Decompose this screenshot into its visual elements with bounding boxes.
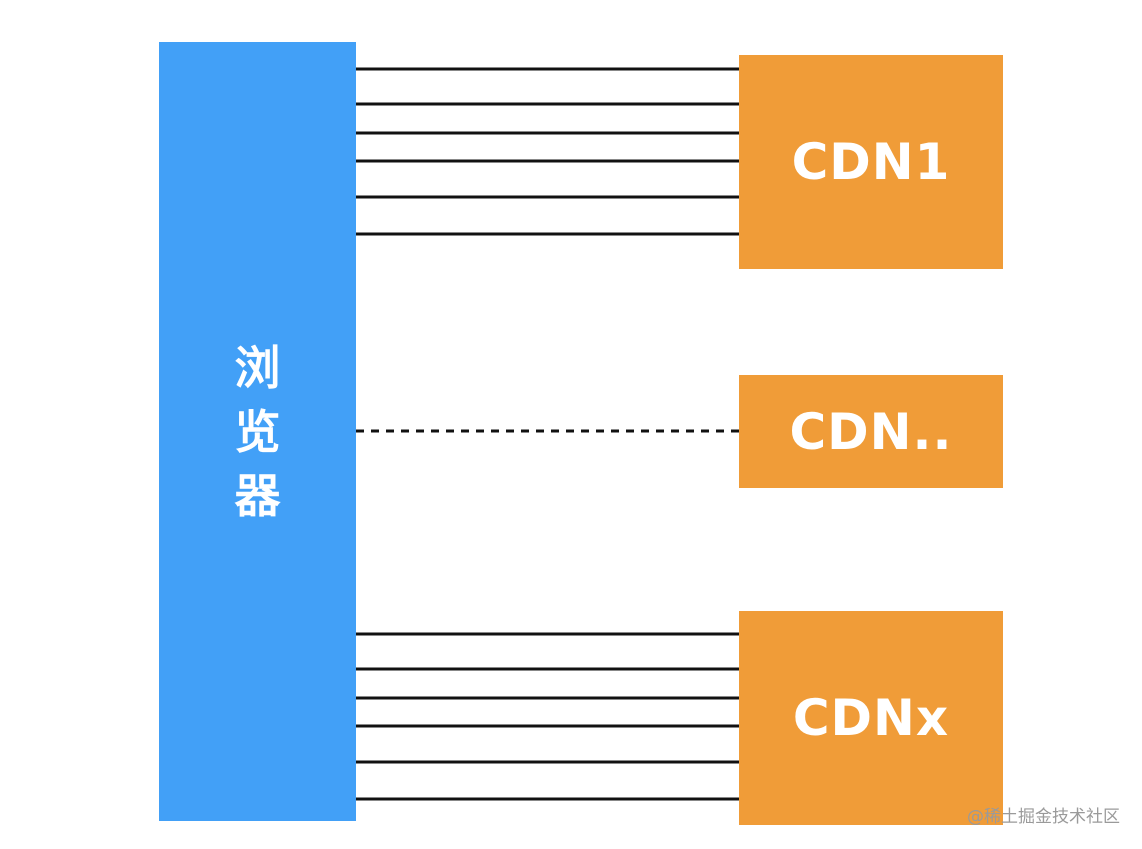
cdn-node-middle: CDN.. <box>739 375 1003 488</box>
cdn-node-x-label: CDNx <box>792 689 950 747</box>
cdn-node-x: CDNx <box>739 611 1003 825</box>
cdn-node-1: CDN1 <box>739 55 1003 269</box>
cdn-node-middle-label: CDN.. <box>789 402 953 461</box>
browser-label: 浏览器 <box>234 340 281 523</box>
cdn-node-1-label: CDN1 <box>791 133 951 191</box>
watermark: @稀土掘金技术社区 <box>967 807 1120 827</box>
browser-node: 浏览器 <box>159 42 356 821</box>
